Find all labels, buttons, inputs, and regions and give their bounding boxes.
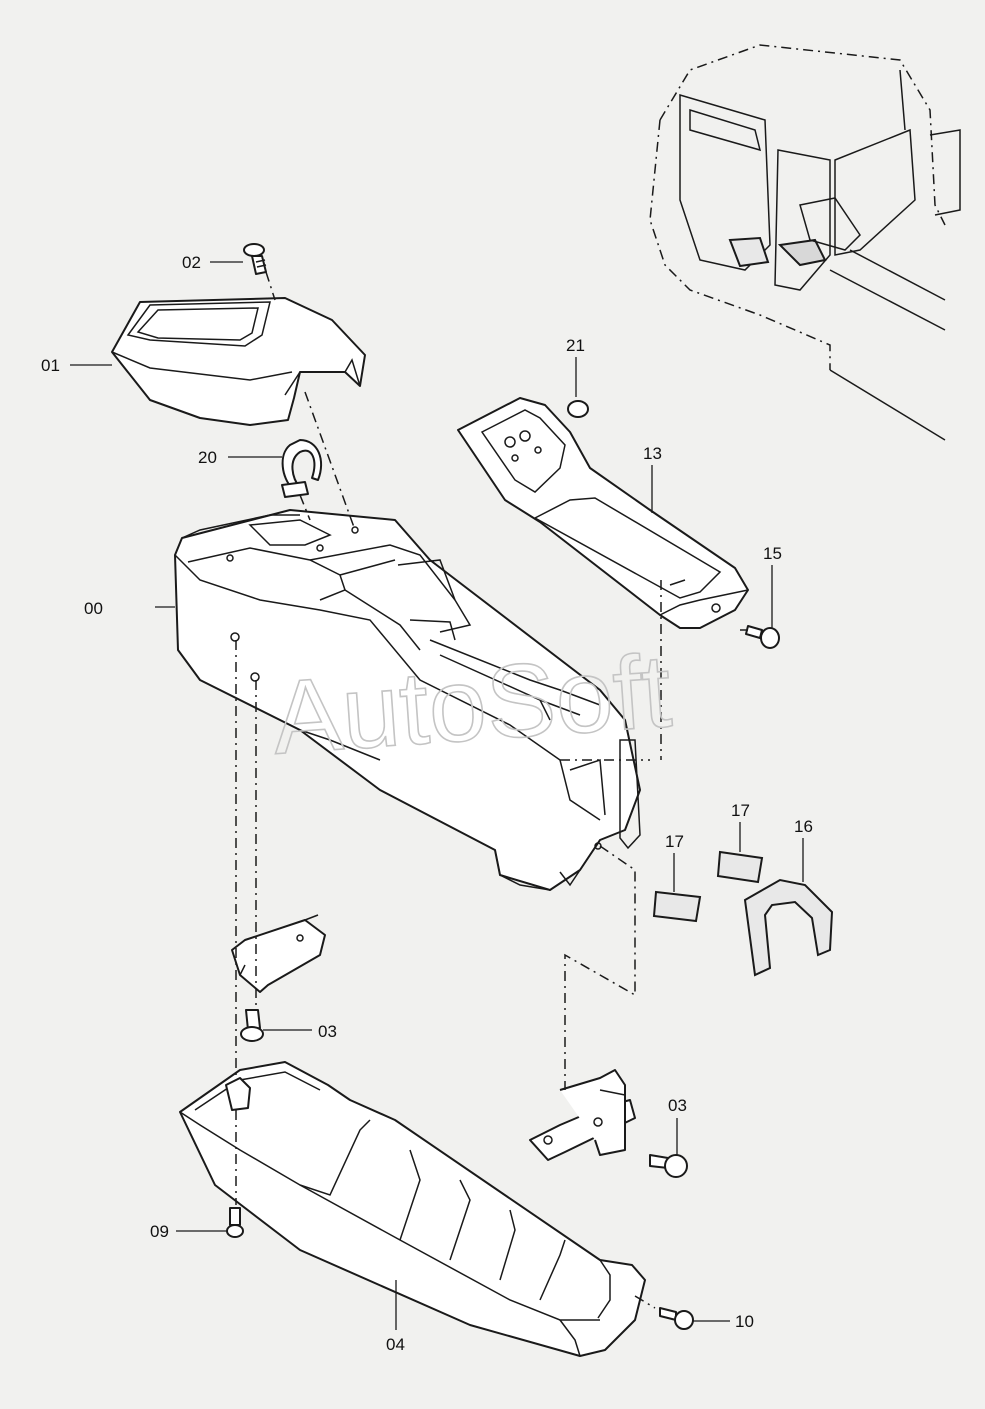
foam-pad-part-17-right	[716, 850, 764, 884]
mounting-bracket-right	[529, 1069, 636, 1161]
mounting-bracket-left	[231, 914, 326, 993]
callout-labels: 00 01 02 03 03 04 09 10 13 15 16 17 17 2…	[41, 253, 813, 1354]
assembly-centerlines	[235, 271, 748, 1309]
callout-17-right: 17	[731, 801, 750, 820]
callout-17-left: 17	[665, 832, 684, 851]
bolt-part-10	[659, 1307, 694, 1330]
top-cover-part-01	[111, 297, 366, 426]
callout-16: 16	[794, 817, 813, 836]
callout-09: 09	[150, 1222, 169, 1241]
plug-cap-part-21	[567, 400, 589, 418]
bolt-part-09	[226, 1207, 244, 1238]
console-body-part-00	[174, 509, 641, 891]
callout-03-upper: 03	[318, 1022, 337, 1041]
callout-04: 04	[386, 1335, 405, 1354]
callout-00: 00	[84, 599, 103, 618]
cab-location-sketch	[649, 44, 961, 441]
callout-21: 21	[566, 336, 585, 355]
callout-20: 20	[198, 448, 217, 467]
armrest-panel-part-13	[457, 397, 749, 629]
callout-02: 02	[182, 253, 201, 272]
bolt-part-03-lower	[649, 1154, 688, 1178]
callout-15: 15	[763, 544, 782, 563]
callout-10: 10	[735, 1312, 754, 1331]
watermark-text: AutoSoft	[269, 633, 675, 777]
callout-13: 13	[643, 444, 662, 463]
hose-clamp-part-20	[281, 439, 323, 498]
bolt-part-03-upper	[240, 1009, 264, 1042]
callout-03-lower: 03	[668, 1096, 687, 1115]
bolt-part-02	[243, 243, 267, 275]
callout-01: 01	[41, 356, 60, 375]
foam-seal-part-16	[743, 878, 834, 977]
foam-pad-part-17-left	[652, 890, 702, 923]
bolt-part-15	[745, 625, 780, 649]
callout-leaders	[70, 261, 804, 1330]
under-cover-part-04	[179, 1061, 646, 1357]
